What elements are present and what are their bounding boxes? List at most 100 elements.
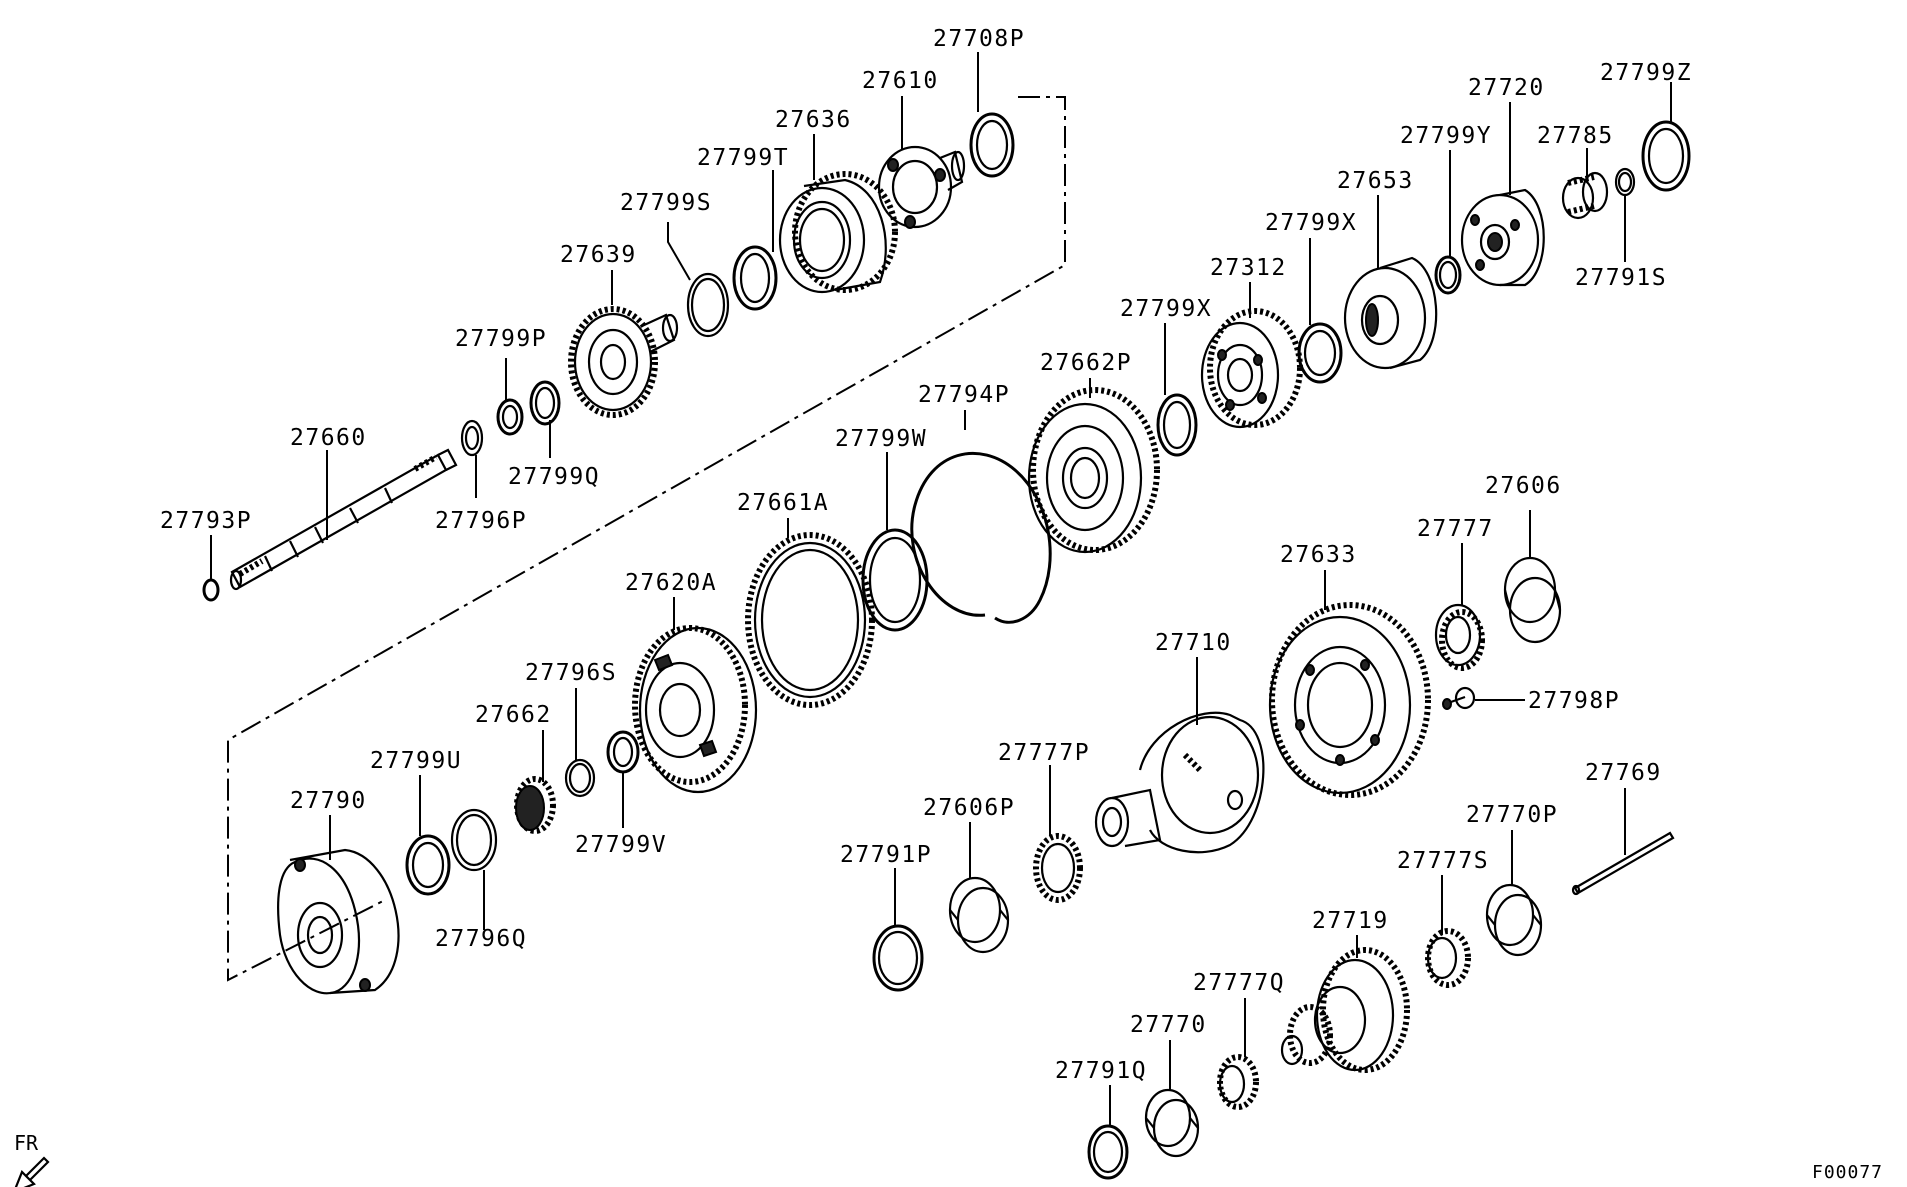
part-27653-drum[interactable] <box>1343 256 1438 370</box>
label-27798P[interactable]: 27798P <box>1528 688 1620 714</box>
part-27633-ring-gear[interactable] <box>1268 602 1431 798</box>
label-27799S[interactable]: 27799S <box>620 190 712 216</box>
part-27777Q-bearing[interactable] <box>1217 1054 1259 1110</box>
part-27777-bearing[interactable] <box>1434 603 1485 671</box>
label-27791Q[interactable]: 27791Q <box>1055 1058 1147 1084</box>
part-27636-gear[interactable] <box>778 171 898 294</box>
label-27791P[interactable]: 27791P <box>840 842 932 868</box>
label-27653[interactable]: 27653 <box>1337 168 1414 194</box>
label-27790[interactable]: 27790 <box>290 788 367 814</box>
label-27799Y[interactable]: 27799Y <box>1400 123 1492 149</box>
part-27790-housing[interactable] <box>277 848 400 995</box>
label-27777Q[interactable]: 27777Q <box>1193 970 1285 996</box>
part-27770-bearing-race[interactable] <box>1144 1088 1200 1158</box>
label-27777S[interactable]: 27777S <box>1397 848 1489 874</box>
assembly-boundary-line <box>227 96 1066 982</box>
label-27661A[interactable]: 27661A <box>737 490 829 516</box>
front-direction-indicator: FR <box>14 1131 50 1187</box>
part-27793P-snap-ring[interactable] <box>202 578 220 602</box>
label-27660[interactable]: 27660 <box>290 425 367 451</box>
label-27799Q[interactable]: 27799Q <box>508 464 600 490</box>
part-27791S-ring[interactable] <box>1614 167 1636 197</box>
part-27777P-bearing[interactable] <box>1033 833 1083 903</box>
part-27720-carrier[interactable] <box>1460 188 1545 287</box>
part-27796S-washer[interactable] <box>564 758 596 798</box>
label-27719[interactable]: 27719 <box>1312 908 1389 934</box>
part-27639-gear[interactable] <box>568 306 679 418</box>
part-27796Q-washer[interactable] <box>450 808 498 872</box>
part-27769-shaft-pin[interactable] <box>1571 831 1675 896</box>
front-arrow-icon <box>14 1156 50 1187</box>
part-27799X-ring-lower[interactable] <box>1156 393 1198 457</box>
label-27799U[interactable]: 27799U <box>370 748 462 774</box>
part-27708P-ring[interactable] <box>969 112 1015 178</box>
label-27799X-lower[interactable]: 27799X <box>1120 296 1212 322</box>
label-27633[interactable]: 27633 <box>1280 542 1357 568</box>
label-27785[interactable]: 27785 <box>1537 123 1614 149</box>
part-27610-carrier[interactable] <box>877 145 966 229</box>
part-27799Q-ring[interactable] <box>529 380 561 426</box>
part-27798P-bolt[interactable] <box>1442 686 1476 710</box>
part-27660-shaft[interactable] <box>229 448 458 591</box>
label-27796P[interactable]: 27796P <box>435 508 527 534</box>
label-27769[interactable]: 27769 <box>1585 760 1662 786</box>
part-27719-gear[interactable] <box>1280 947 1410 1073</box>
part-27799Z-ring[interactable] <box>1641 120 1691 192</box>
label-27796S[interactable]: 27796S <box>525 660 617 686</box>
part-27606P-bearing-race[interactable] <box>948 876 1010 954</box>
leader-lines <box>210 52 1672 1126</box>
label-27777[interactable]: 27777 <box>1417 516 1494 542</box>
label-27793P[interactable]: 27793P <box>160 508 252 534</box>
label-27720[interactable]: 27720 <box>1468 75 1545 101</box>
part-27770P-bearing-race[interactable] <box>1485 883 1543 957</box>
label-27312[interactable]: 27312 <box>1210 255 1287 281</box>
label-27662[interactable]: 27662 <box>475 702 552 728</box>
label-27794P[interactable]: 27794P <box>918 382 1010 408</box>
part-27777S-bearing[interactable] <box>1425 928 1471 988</box>
part-27710-differential-case[interactable] <box>1094 711 1265 854</box>
part-27799P-ring[interactable] <box>496 398 524 436</box>
label-27708P[interactable]: 27708P <box>933 26 1025 52</box>
part-27791P-ring[interactable] <box>872 924 924 992</box>
label-27791S[interactable]: 27791S <box>1575 265 1667 291</box>
label-27799Z[interactable]: 27799Z <box>1600 60 1692 86</box>
part-27794P-snap-ring[interactable] <box>910 451 1052 624</box>
part-27791Q-ring[interactable] <box>1087 1124 1129 1180</box>
label-27796Q[interactable]: 27796Q <box>435 926 527 952</box>
label-27610[interactable]: 27610 <box>862 68 939 94</box>
part-27796P-washer[interactable] <box>460 419 484 457</box>
part-27661A-clutch-plate[interactable] <box>745 532 875 708</box>
label-27636[interactable]: 27636 <box>775 107 852 133</box>
part-27799U-ring[interactable] <box>405 834 451 896</box>
part-27312-gear[interactable] <box>1200 308 1303 429</box>
label-27620A[interactable]: 27620A <box>625 570 717 596</box>
label-27662P[interactable]: 27662P <box>1040 350 1132 376</box>
label-27799P[interactable]: 27799P <box>455 326 547 352</box>
part-27799X-ring-upper[interactable] <box>1297 322 1343 384</box>
label-27770P[interactable]: 27770P <box>1466 802 1558 828</box>
part-27799T-ring[interactable] <box>732 245 778 311</box>
figure-code: F00077 <box>1812 1162 1883 1183</box>
part-27799Y-ring[interactable] <box>1434 255 1462 295</box>
label-27770[interactable]: 27770 <box>1130 1012 1207 1038</box>
label-27799T[interactable]: 27799T <box>697 145 789 171</box>
part-27799V-ring[interactable] <box>606 730 640 774</box>
label-27639[interactable]: 27639 <box>560 242 637 268</box>
label-27777P[interactable]: 27777P <box>998 740 1090 766</box>
label-27606[interactable]: 27606 <box>1485 473 1562 499</box>
label-27710[interactable]: 27710 <box>1155 630 1232 656</box>
part-27662-gear[interactable] <box>514 776 556 834</box>
part-27620A-gear[interactable] <box>632 625 758 794</box>
part-27662P-gear[interactable] <box>1027 387 1160 554</box>
part-27785-needle-bearing[interactable] <box>1561 171 1609 220</box>
label-27799V[interactable]: 27799V <box>575 832 667 858</box>
front-direction-label: FR <box>14 1131 39 1155</box>
label-27799W[interactable]: 27799W <box>835 426 927 452</box>
part-number-labels: 27708P 27610 27636 27799T 27799S 27639 2… <box>160 26 1692 1084</box>
part-27606-bearing-race[interactable] <box>1503 556 1562 644</box>
part-27799S-ring[interactable] <box>686 272 730 338</box>
label-27799X-upper[interactable]: 27799X <box>1265 210 1357 236</box>
label-27606P[interactable]: 27606P <box>923 795 1015 821</box>
